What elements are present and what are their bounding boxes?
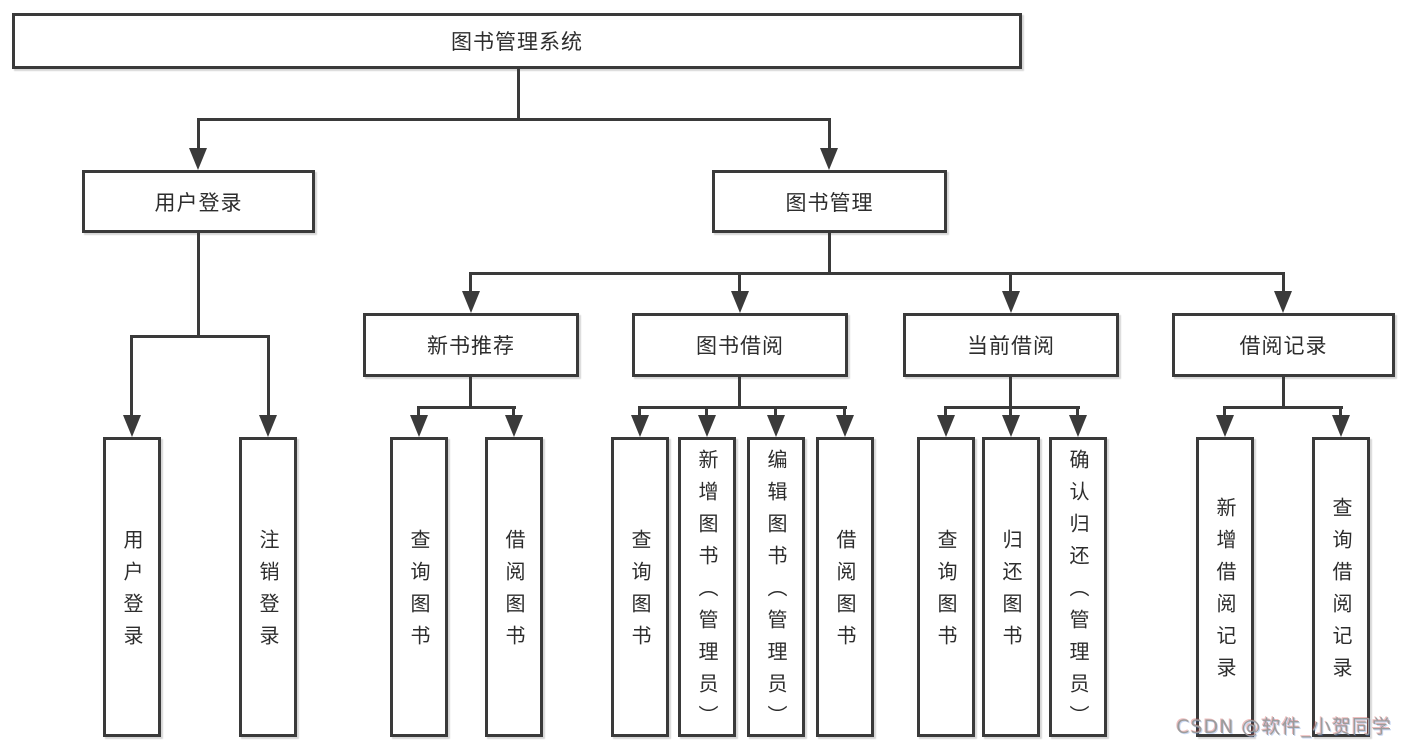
arrowhead-leaf-user-login	[123, 415, 141, 437]
leaf-query-books-3: 查询图书	[917, 437, 975, 737]
connector-drop-add-book-admin	[705, 406, 708, 417]
connector-drop-query-books-1	[417, 406, 420, 417]
connector-drop-book-borrow	[738, 272, 741, 293]
node-borrow-record-label: 借阅记录	[1239, 334, 1328, 358]
connector-new-book-recommend-stem	[469, 377, 472, 408]
leaf-query-books-3-label: 查询图书	[934, 529, 958, 657]
leaf-add-borrow-record: 新增借阅记录	[1196, 437, 1254, 737]
node-user-login-label: 用户登录	[154, 190, 243, 215]
leaf-borrow-books-1-label: 借阅图书	[502, 529, 526, 657]
connector-book-management-splitter	[469, 272, 1285, 275]
connector-drop-book-management	[828, 118, 831, 150]
node-user-login: 用户登录	[82, 170, 315, 233]
connector-drop-leaf-logout	[267, 335, 270, 417]
leaf-query-books-1-label: 查询图书	[407, 529, 431, 657]
arrowhead-return-book	[1002, 415, 1020, 437]
node-new-book-recommend-label: 新书推荐	[427, 334, 515, 358]
connector-drop-new-book-recommend	[469, 272, 472, 293]
leaf-logout: 注销登录	[239, 437, 297, 737]
arrowhead-book-borrow	[731, 291, 749, 313]
leaf-borrow-books-1: 借阅图书	[485, 437, 543, 737]
connector-drop-query-books-3	[944, 406, 947, 417]
connector-drop-edit-book-admin	[774, 406, 777, 417]
node-book-borrow: 图书借阅	[632, 313, 848, 377]
arrowhead-query-books-2	[631, 415, 649, 437]
connector-current-borrow-stem	[1009, 377, 1012, 408]
connector-drop-query-books-2	[638, 406, 641, 417]
leaf-edit-book-admin-label: 编辑图书（管理员）	[764, 449, 788, 737]
leaf-logout-label: 注销登录	[256, 529, 280, 657]
connector-drop-user-login	[197, 118, 200, 150]
leaf-borrow-books-2-label: 借阅图书	[833, 529, 857, 657]
connector-drop-current-borrow	[1009, 272, 1012, 293]
leaf-query-books-1: 查询图书	[390, 437, 448, 737]
node-root-label: 图书管理系统	[451, 30, 583, 54]
arrowhead-new-book-recommend	[462, 291, 480, 313]
leaf-user-login: 用户登录	[103, 437, 161, 737]
node-book-borrow-label: 图书借阅	[696, 334, 784, 358]
connector-drop-add-borrow-record	[1223, 406, 1226, 417]
connector-borrow-record-splitter	[1223, 406, 1343, 409]
leaf-confirm-return-admin: 确认归还（管理员）	[1049, 437, 1107, 737]
arrowhead-query-borrow-record	[1332, 415, 1350, 437]
connector-user-login-splitter	[130, 335, 270, 338]
connector-book-management-stem	[828, 233, 831, 274]
arrowhead-query-books-3	[937, 415, 955, 437]
connector-drop-borrow-books-1	[512, 406, 515, 417]
leaf-user-login-label: 用户登录	[120, 529, 144, 657]
arrowhead-query-books-1	[410, 415, 428, 437]
leaf-borrow-books-2: 借阅图书	[816, 437, 874, 737]
node-current-borrow-label: 当前借阅	[967, 334, 1055, 358]
leaf-add-borrow-record-label: 新增借阅记录	[1213, 497, 1237, 689]
connector-new-book-recommend-splitter	[417, 406, 516, 409]
node-book-management: 图书管理	[712, 170, 947, 233]
leaf-return-book: 归还图书	[982, 437, 1040, 737]
connector-drop-return-book	[1009, 406, 1012, 417]
connector-drop-query-borrow-record	[1339, 406, 1342, 417]
connector-book-borrow-stem	[738, 377, 741, 408]
connector-root-splitter	[197, 118, 831, 121]
connector-book-borrow-splitter	[638, 406, 847, 409]
arrowhead-add-borrow-record	[1216, 415, 1234, 437]
connector-root-stem	[517, 69, 520, 120]
csdn-watermark: CSDN @软件_小贺同学	[1176, 716, 1392, 738]
connector-user-login-stem	[197, 233, 200, 337]
arrowhead-add-book-admin	[698, 415, 716, 437]
leaf-query-borrow-record-label: 查询借阅记录	[1329, 497, 1353, 689]
leaf-query-borrow-record: 查询借阅记录	[1312, 437, 1370, 737]
leaf-add-book-admin: 新增图书（管理员）	[678, 437, 736, 737]
arrowhead-borrow-record	[1274, 291, 1292, 313]
arrowhead-current-borrow	[1002, 291, 1020, 313]
leaf-add-book-admin-label: 新增图书（管理员）	[695, 449, 719, 737]
node-new-book-recommend: 新书推荐	[363, 313, 579, 377]
arrowhead-user-login	[189, 148, 207, 170]
arrowhead-edit-book-admin	[767, 415, 785, 437]
arrowhead-book-management	[820, 148, 838, 170]
leaf-edit-book-admin: 编辑图书（管理员）	[747, 437, 805, 737]
arrowhead-borrow-books-1	[505, 415, 523, 437]
leaf-confirm-return-admin-label: 确认归还（管理员）	[1066, 449, 1090, 737]
leaf-query-books-2-label: 查询图书	[628, 529, 652, 657]
arrowhead-leaf-logout	[259, 415, 277, 437]
connector-drop-leaf-user-login	[130, 335, 133, 417]
arrowhead-confirm-return-admin	[1069, 415, 1087, 437]
connector-borrow-record-stem	[1282, 377, 1285, 408]
arrowhead-borrow-books-2	[836, 415, 854, 437]
connector-drop-confirm-return-admin	[1076, 406, 1079, 417]
connector-drop-borrow-record	[1282, 272, 1285, 293]
leaf-return-book-label: 归还图书	[999, 529, 1023, 657]
connector-drop-borrow-books-2	[843, 406, 846, 417]
node-root: 图书管理系统	[12, 13, 1022, 69]
connector-current-borrow-splitter	[944, 406, 1080, 409]
node-book-management-label: 图书管理	[785, 190, 874, 215]
node-borrow-record: 借阅记录	[1172, 313, 1395, 377]
leaf-query-books-2: 查询图书	[611, 437, 669, 737]
node-current-borrow: 当前借阅	[903, 313, 1119, 377]
